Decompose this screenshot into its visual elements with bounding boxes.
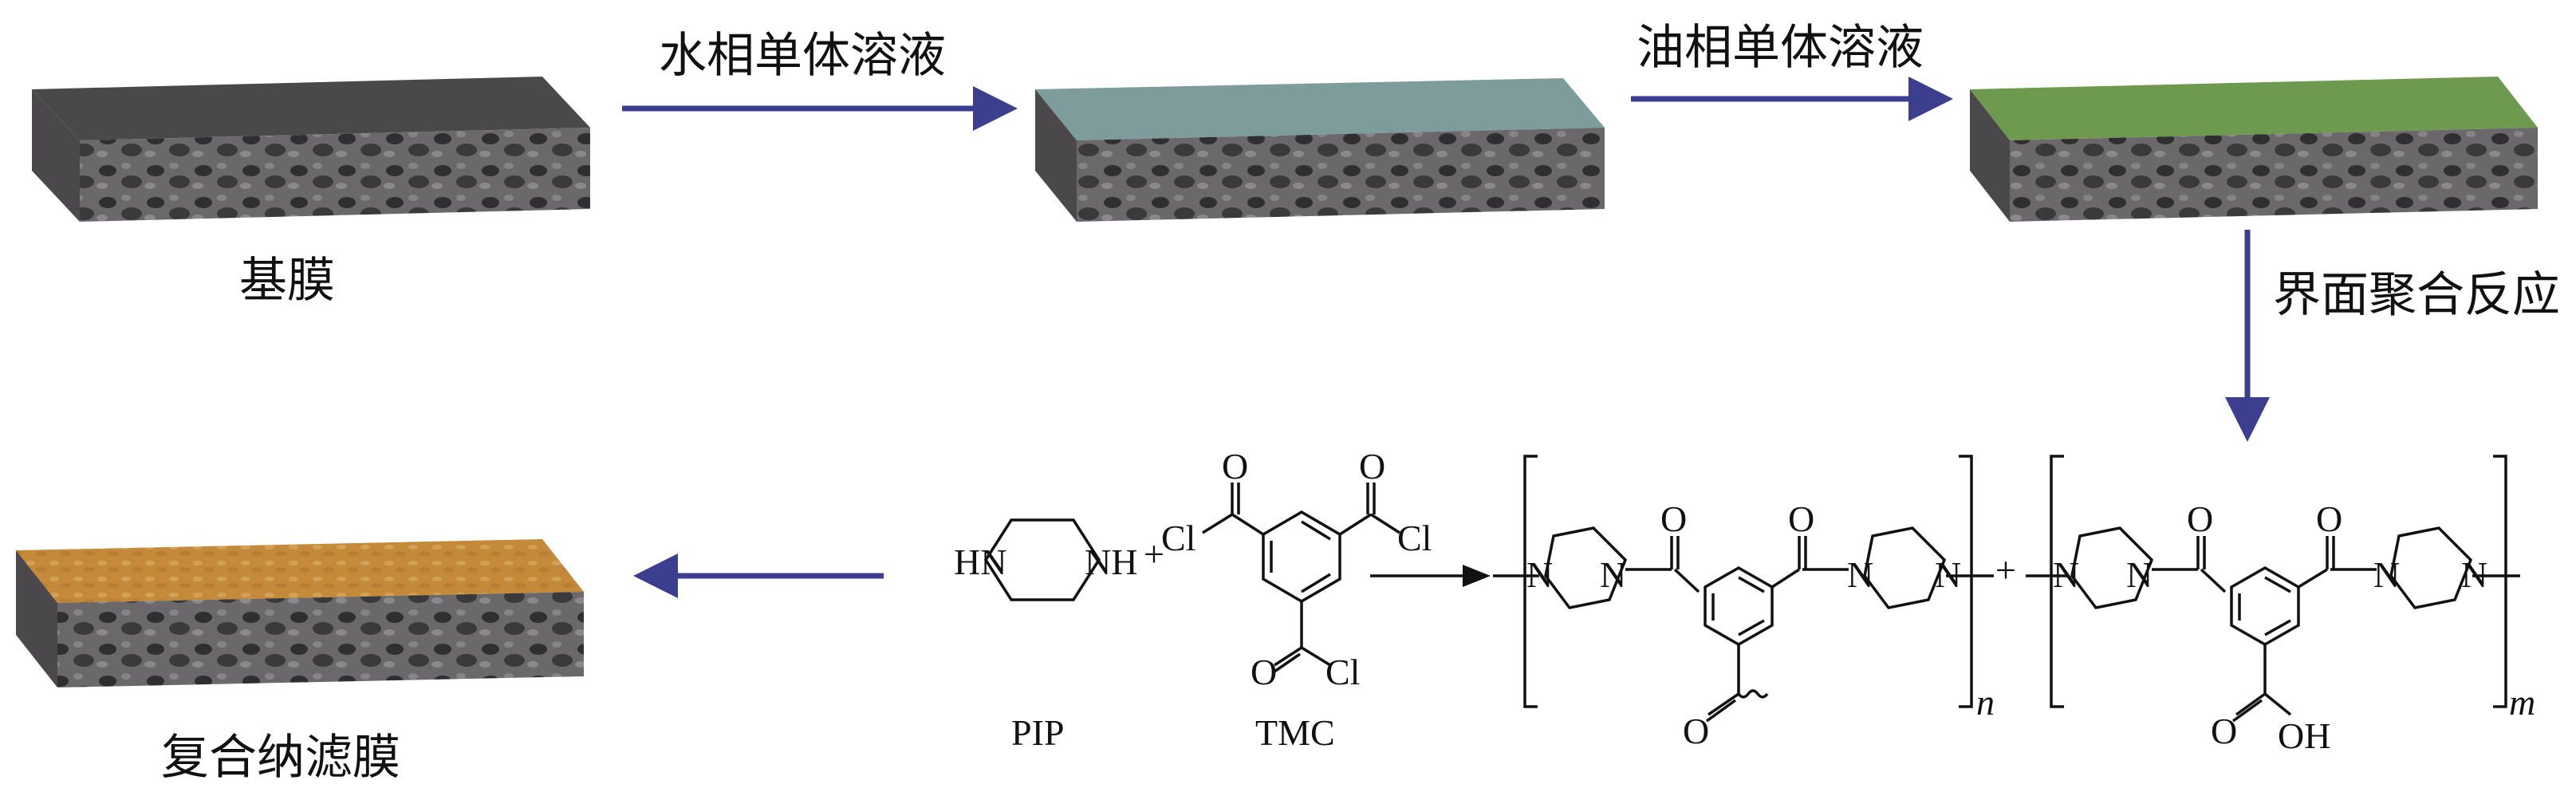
- pip-nh-label: NH: [1085, 542, 1138, 582]
- step-label-interfacial-polymerization: 界面聚合反应: [2273, 267, 2560, 323]
- organic-membrane-side: [1970, 89, 2010, 222]
- polymer-m-piperazine-right: [2389, 526, 2473, 609]
- polymer-n-n4: N: [1935, 554, 1962, 595]
- pip-ring: [983, 518, 1101, 601]
- plus-sign-reactants: +: [1144, 534, 1164, 574]
- polymer-n-o2: O: [1788, 498, 1815, 539]
- polymer-n-n2: N: [1600, 554, 1627, 595]
- base-membrane: [32, 77, 590, 222]
- polymer-m-piperazine-left: [2070, 526, 2154, 609]
- polymer-m-oh: OH: [2278, 715, 2331, 756]
- tmc-cl-right: Cl: [1397, 518, 1432, 558]
- pip-name-label: PIP: [1011, 712, 1065, 753]
- base-membrane-front: [80, 128, 590, 222]
- tmc-cl-left: Cl: [1161, 518, 1196, 558]
- aqueous-membrane-side: [1035, 89, 1077, 222]
- tmc-o-right: O: [1359, 446, 1386, 487]
- composite-membrane: [16, 539, 584, 688]
- polymer-m-n1: N: [2053, 554, 2080, 595]
- step-label-organic-monomer: 油相单体溶液: [1637, 20, 1924, 76]
- label-composite-membrane: 复合纳滤膜: [161, 730, 400, 786]
- tmc-molecule: [1202, 483, 1400, 673]
- tmc-o-left: O: [1222, 446, 1249, 487]
- polymer-m-o3: O: [2211, 711, 2238, 751]
- organic-membrane-front: [2010, 128, 2538, 222]
- polymer-m-o2: O: [2316, 498, 2343, 539]
- composite-membrane-texture: [16, 539, 584, 603]
- base-membrane-top: [32, 77, 590, 140]
- subscript-n: n: [1976, 682, 1995, 723]
- tmc-cl-bottom: Cl: [1325, 652, 1361, 692]
- tmc-name-label: TMC: [1255, 712, 1335, 753]
- polymer-m-benzene: [2230, 565, 2300, 647]
- polymer-m-n3: N: [2373, 554, 2401, 595]
- polymer-n-n1: N: [1526, 554, 1554, 595]
- base-membrane-side: [32, 89, 80, 222]
- polymer-n-o1: O: [1660, 498, 1688, 539]
- tmc-o-bottom: O: [1251, 652, 1278, 692]
- aqueous-membrane-front: [1077, 128, 1605, 222]
- label-base-membrane: 基膜: [239, 253, 335, 309]
- organic-membrane-top: [1970, 77, 2538, 140]
- bracket-m-left: [2050, 455, 2064, 708]
- bracket-n-left: [1523, 455, 1538, 708]
- polymer-m-o1: O: [2187, 498, 2214, 539]
- step-label-aqueous-monomer: 水相单体溶液: [659, 28, 946, 84]
- polymer-n-benzene: [1704, 565, 1774, 647]
- aqueous-membrane: [1035, 78, 1605, 222]
- aqueous-membrane-top: [1035, 78, 1605, 140]
- organic-membrane: [1970, 77, 2538, 222]
- tmc-benzene-ring: [1262, 510, 1341, 604]
- polymer-n-piperazine-left: [1544, 526, 1628, 609]
- bracket-m-right: [2493, 455, 2507, 708]
- polymer-n-n3: N: [1847, 554, 1874, 595]
- polymer-m-n2: N: [2126, 554, 2153, 595]
- pip-hn-label: HN: [954, 542, 1007, 582]
- reaction-scheme: [983, 455, 2520, 723]
- polymer-m-n4: N: [2461, 554, 2488, 595]
- polymer-n-o3: O: [1683, 711, 1710, 751]
- polymer-n-piperazine-right: [1863, 526, 1947, 609]
- plus-sign-polymers: +: [1995, 550, 2016, 590]
- subscript-m: m: [2509, 682, 2536, 723]
- composite-membrane-side: [16, 550, 57, 688]
- composite-membrane-front: [57, 592, 584, 688]
- bracket-n-right: [1959, 455, 1973, 708]
